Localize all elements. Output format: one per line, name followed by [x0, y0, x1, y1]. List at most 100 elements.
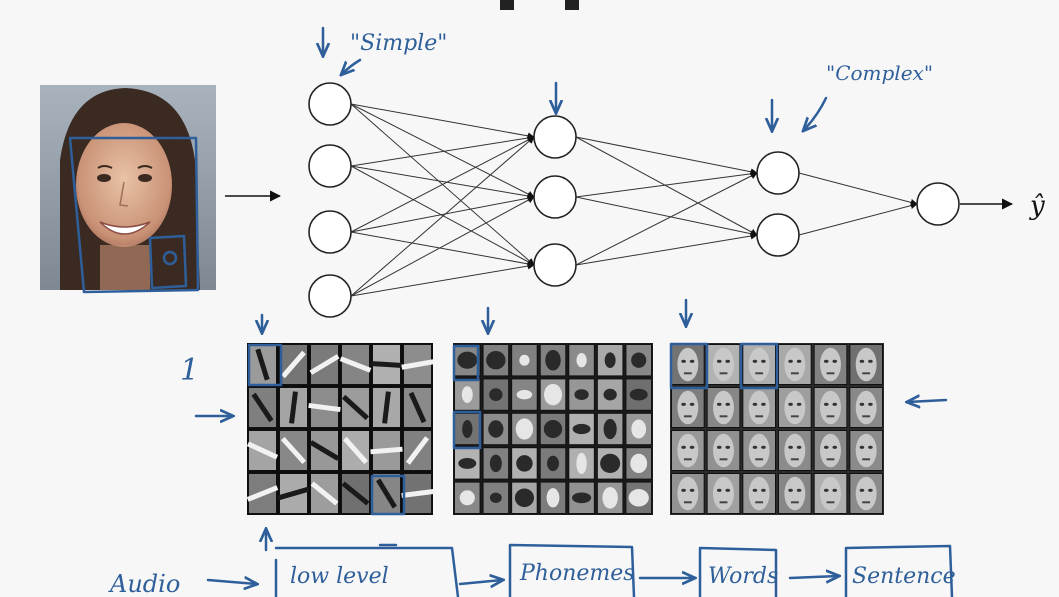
edge-stroke: [310, 481, 339, 506]
edge-stroke: [309, 354, 340, 375]
network-edge: [350, 231, 535, 268]
part-blob: [572, 423, 591, 435]
face-eye: [761, 488, 766, 492]
network-edge: [350, 196, 535, 297]
svg-text:"Complex": "Complex": [826, 61, 933, 85]
part-blob: [630, 453, 648, 474]
face-eye: [689, 402, 695, 406]
edge-stroke: [246, 441, 279, 460]
network-node: [308, 274, 352, 318]
edge-stroke: [376, 478, 397, 509]
edge-stroke: [309, 440, 340, 461]
face-blob: [713, 347, 734, 382]
pipeline-step-3: Words: [708, 564, 778, 589]
face-blob: [820, 433, 841, 468]
output-label: ŷ: [1029, 191, 1045, 221]
face-blob: [713, 433, 734, 468]
pipeline-input: Audio: [108, 570, 180, 597]
face-eye: [788, 445, 793, 449]
part-blob: [486, 350, 506, 370]
feature-map-edges: [246, 343, 434, 515]
network-edges: [350, 103, 918, 297]
face-eye: [681, 488, 686, 492]
network-nodes: [308, 82, 960, 318]
face-eye: [823, 488, 829, 492]
face-eye: [832, 402, 838, 406]
part-blob: [457, 351, 478, 369]
face-blob: [855, 476, 877, 511]
network-edge: [575, 172, 758, 266]
edge-stroke: [405, 436, 430, 465]
face-blob: [713, 390, 734, 425]
network-node: [756, 151, 800, 195]
face-eye: [716, 359, 722, 363]
face-eye: [796, 402, 802, 406]
part-blob: [519, 354, 530, 366]
part-blob: [489, 454, 502, 473]
face-eye: [868, 445, 873, 449]
edge-stroke: [342, 436, 369, 465]
feature-map-faces: [670, 343, 884, 515]
network-edge: [350, 165, 535, 266]
edge-stroke: [401, 359, 434, 370]
part-blob: [488, 420, 504, 438]
part-blob: [515, 418, 534, 440]
edge-stroke: [401, 489, 434, 498]
face-eye: [788, 402, 793, 406]
feature-tile: [511, 447, 538, 480]
face-blob: [713, 476, 734, 511]
face-blob: [784, 476, 806, 511]
face-eye: [796, 359, 802, 363]
part-blob: [545, 349, 561, 371]
face-blob: [748, 476, 770, 511]
network-edge: [350, 194, 535, 233]
network-node: [756, 213, 800, 257]
part-blob: [631, 352, 647, 368]
network-edge: [350, 262, 535, 297]
network-edge: [350, 136, 535, 233]
feature-tile: [403, 387, 432, 428]
face-eye: [716, 488, 722, 492]
network-edge: [798, 202, 918, 236]
network-node: [533, 243, 577, 287]
face-eye: [868, 402, 873, 406]
face-eye: [725, 488, 731, 492]
part-blob: [604, 352, 616, 368]
annotation-simple: "Simple": [323, 26, 447, 74]
part-blob: [461, 386, 473, 403]
network-edge: [575, 232, 758, 266]
face-eye: [859, 445, 865, 449]
part-blob: [546, 488, 560, 508]
network-edge: [575, 136, 758, 236]
face-blob: [855, 433, 877, 468]
part-blob: [576, 353, 587, 368]
part-blob: [489, 492, 502, 503]
pipeline-step-1: low level: [290, 564, 389, 589]
face-blob: [748, 390, 770, 425]
face-eye: [752, 402, 758, 406]
face-blob: [855, 390, 877, 425]
face-eye: [681, 359, 686, 363]
face-eye: [681, 445, 686, 449]
face-eye: [832, 488, 838, 492]
feature-tile: [625, 344, 653, 377]
face-eye: [832, 445, 838, 449]
feature-pointer-arrows: 1: [180, 298, 948, 552]
pipeline-step-4: Sentence: [852, 564, 956, 589]
part-blob: [600, 453, 621, 474]
face-blob: [820, 347, 841, 382]
face-eye: [689, 445, 695, 449]
svg-text:"Simple": "Simple": [350, 31, 447, 56]
part-blob: [631, 419, 647, 439]
face-eye: [716, 445, 722, 449]
speech-pipeline: Audio low level Phonemes Words Sentence: [108, 543, 956, 597]
edge-stroke: [370, 446, 403, 455]
part-blob: [547, 455, 559, 472]
face-eye: [823, 445, 829, 449]
network-node: [533, 175, 577, 219]
edge-stroke: [370, 361, 403, 368]
part-blob: [516, 455, 533, 472]
part-blob: [489, 388, 503, 401]
network-edge: [350, 165, 535, 200]
face-blob: [748, 433, 770, 468]
